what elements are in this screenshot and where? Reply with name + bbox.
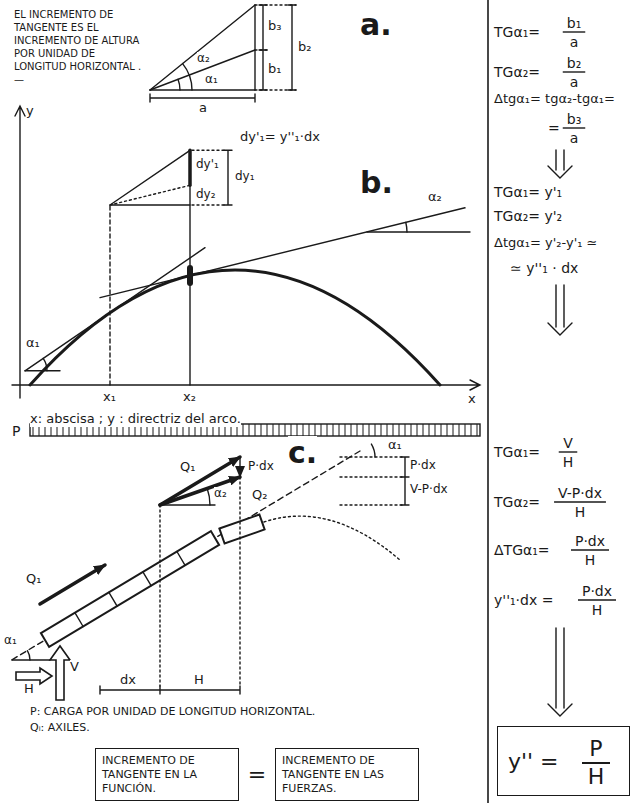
statement-box: INCREMENTO DE TANGENTE EN LA FUNCIÓN. — [95, 748, 239, 801]
legend-note: Qᵢ: AXILES. — [30, 722, 90, 735]
formula-numerator: b₂ — [567, 55, 582, 71]
angle-label: α₁ — [26, 336, 40, 351]
result-numerator: P — [589, 736, 602, 761]
formula-numerator: V — [563, 435, 573, 451]
force-label: Q₂ — [252, 488, 267, 503]
formula-denominator: a — [570, 74, 579, 90]
section-letter: b. — [360, 166, 393, 201]
increment-label: dy₁ — [235, 170, 255, 184]
formula: ΔTGα₁= — [494, 542, 550, 558]
formula: = — [548, 120, 560, 136]
dimension-label: P·dx — [410, 459, 436, 473]
triangle-figure — [150, 5, 296, 102]
dimension-label: V-P·dx — [410, 483, 448, 497]
dimension-label: dx — [120, 673, 136, 688]
statement-text: INCREMENTO DE TANGENTE EN LA FUNCIÓN. — [102, 754, 232, 795]
formula-numerator: b₁ — [567, 15, 582, 31]
formula: Δtgα₁= tgα₂-tgα₁= — [494, 92, 615, 107]
angle-label: α₂ — [428, 190, 442, 205]
formula-denominator: a — [570, 34, 579, 50]
formula-denominator: a — [570, 130, 579, 146]
fraction-bar — [563, 31, 586, 32]
result-lhs: y'' = — [508, 749, 559, 774]
fraction-bar — [578, 599, 616, 600]
formula-denominator: H — [585, 552, 596, 568]
equals-sign: = — [248, 762, 266, 787]
formula: TGα₂= y'₂ — [494, 208, 562, 224]
formula-denominator: H — [575, 504, 586, 520]
dimension-label: b₁ — [268, 62, 281, 77]
arch-function-figure — [12, 106, 480, 398]
angle-label: α₁ — [388, 438, 402, 453]
dimension-label: b₂ — [298, 40, 311, 55]
caption-text: x: abscisa ; y : directriz del arco. — [30, 412, 241, 427]
formula-numerator: V-P·dx — [558, 485, 602, 501]
fraction-bar — [559, 451, 578, 452]
formula-numerator: P·dx — [582, 583, 612, 599]
increment-label: dy₂ — [196, 188, 216, 202]
dimension-label: b₃ — [268, 19, 281, 34]
section-letter: a. — [360, 8, 392, 43]
force-label: Q₁ — [26, 572, 41, 587]
dimension-label: H — [194, 673, 204, 688]
load-label: P — [12, 423, 20, 439]
increment-label: dy'₁ — [196, 158, 219, 172]
axis-label: y — [26, 104, 34, 119]
fraction-bar — [554, 501, 606, 502]
formula-numerator: P·dx — [575, 533, 605, 549]
dimension-label: a — [199, 101, 207, 116]
formula: TGα₂= — [494, 64, 540, 80]
flow-arrows — [548, 150, 572, 716]
arch-forces-figure — [12, 424, 480, 700]
section-letter: c. — [288, 436, 317, 471]
formula: Δtgα₁= y'₂-y'₁ ≃ — [494, 236, 598, 251]
force-label: Q₁ — [180, 460, 195, 475]
formula-denominator: H — [563, 454, 574, 470]
statement-box: INCREMENTO DE TANGENTE EN LAS FUERZAS. — [275, 748, 419, 801]
fraction-bar — [563, 127, 586, 128]
axis-label: x — [468, 392, 476, 407]
formula-denominator: H — [592, 602, 603, 618]
axis-tick-label: x₁ — [103, 390, 116, 405]
formula: TGα₁= — [494, 444, 540, 460]
result-box: y'' = PH — [497, 726, 630, 796]
note-text: EL INCREMENTO DE TANGENTE ES EL INCREMEN… — [14, 8, 144, 86]
force-label: P·dx — [248, 460, 274, 474]
axis-tick-label: x₂ — [183, 390, 196, 405]
fraction-bar — [571, 549, 609, 550]
column-divider — [487, 0, 488, 803]
formula: ≃ y''₁ · dx — [510, 260, 578, 276]
angle-label: α₁ — [4, 634, 17, 648]
fraction-bar — [563, 71, 586, 72]
legend-note: P: CARGA POR UNIDAD DE LONGITUD HORIZONT… — [30, 706, 315, 719]
formula: TGα₁= y'₁ — [494, 184, 562, 200]
angle-label: α₁ — [205, 73, 218, 87]
formula: TGα₁= — [494, 24, 540, 40]
angle-label: α₂ — [214, 487, 227, 501]
angle-label: α₂ — [197, 52, 210, 66]
formula: dy'₁= y''₁·dx — [240, 130, 320, 145]
formula: y''₁·dx = — [494, 592, 553, 608]
statement-text: INCREMENTO DE TANGENTE EN LAS FUERZAS. — [282, 754, 412, 795]
force-label: V — [70, 660, 79, 675]
fraction-bar — [582, 762, 611, 764]
formula-numerator: b₃ — [567, 111, 582, 127]
force-label: H — [24, 682, 34, 697]
result-denominator: H — [588, 764, 605, 789]
formula: TGα₂= — [494, 494, 540, 510]
